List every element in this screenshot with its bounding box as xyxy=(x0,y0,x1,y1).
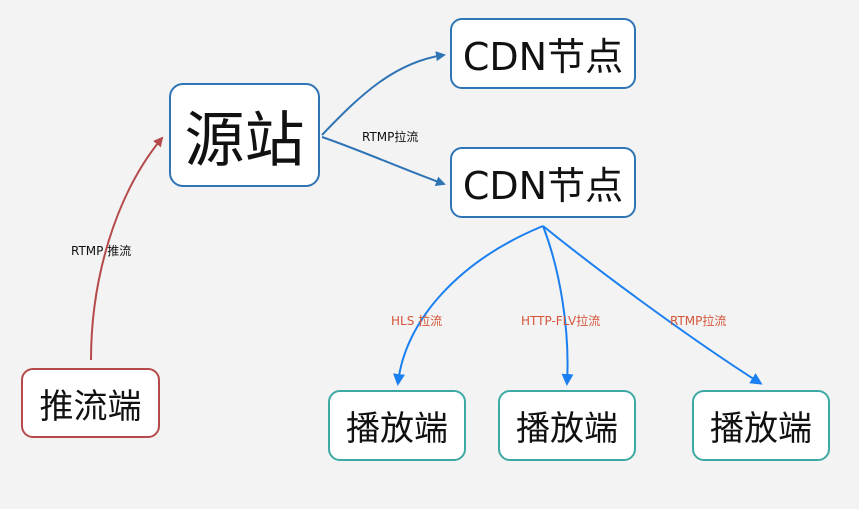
player-hls-label: 播放端 xyxy=(346,409,448,449)
origin-server-label: 源站 xyxy=(184,105,305,176)
edge-label-rtmp-pull-cdn: RTMP拉流 xyxy=(362,130,419,144)
cdn-node-top: CDN节点 xyxy=(450,18,636,89)
origin-server-node: 源站 xyxy=(169,83,320,187)
cdn-node-bottom-label: CDN节点 xyxy=(462,164,624,208)
player-node-rtmp: 播放端 xyxy=(692,390,830,461)
player-rtmp-label: 播放端 xyxy=(710,409,812,449)
cdn-node-top-label: CDN节点 xyxy=(462,35,624,79)
pusher-node: 推流端 xyxy=(21,368,160,438)
pusher-label: 推流端 xyxy=(39,386,142,427)
edge-origin-to-cdn-bottom xyxy=(321,136,446,186)
edge-pusher-to-origin xyxy=(90,136,164,361)
edge-label-rtmp-push: RTMP 推流 xyxy=(71,244,132,258)
edge-label-rtmp-pull-player: RTMP拉流 xyxy=(670,314,727,328)
edge-cdn-to-player-flv xyxy=(542,225,574,386)
cdn-node-bottom: CDN节点 xyxy=(450,147,636,218)
player-node-flv: 播放端 xyxy=(498,390,636,461)
edge-label-hls-pull: HLS 拉流 xyxy=(391,314,443,328)
edge-cdn-to-player-hls xyxy=(393,225,544,386)
player-node-hls: 播放端 xyxy=(328,390,466,461)
edge-label-http-flv-pull: HTTP-FLV拉流 xyxy=(521,314,601,328)
edge-cdn-to-player-rtmp xyxy=(542,225,763,385)
player-flv-label: 播放端 xyxy=(516,409,618,449)
edge-origin-to-cdn-top xyxy=(321,51,446,136)
